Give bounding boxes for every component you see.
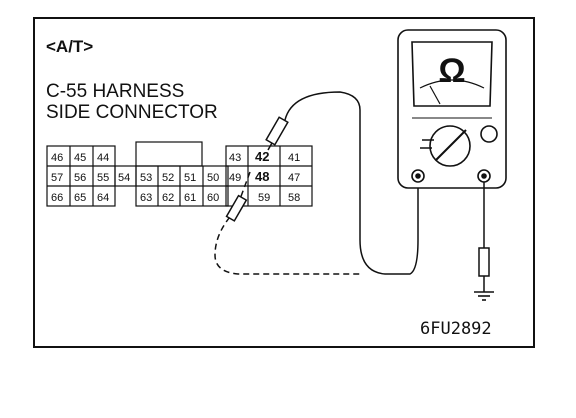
pin-label-highlighted: 42 <box>255 149 269 164</box>
pin-label: 56 <box>74 172 86 184</box>
pin-label: 63 <box>140 192 152 204</box>
connector-title-line1: C-55 HARNESS <box>46 81 184 102</box>
pin-label: 58 <box>288 192 300 204</box>
pin-label: 45 <box>74 152 86 164</box>
figure-code: 6FU2892 <box>420 319 492 339</box>
pin-label: 43 <box>229 152 241 164</box>
pin-label: 61 <box>184 192 196 204</box>
section-label: <A/T> <box>46 37 93 56</box>
probe-solid <box>265 91 419 275</box>
pin-label: 66 <box>51 192 63 204</box>
pin-label: 47 <box>288 172 300 184</box>
pin-label: 55 <box>97 172 109 184</box>
ohm-symbol: Ω <box>438 52 465 90</box>
pin-label: 54 <box>118 172 130 184</box>
pin-label: 60 <box>207 192 219 204</box>
ohmmeter <box>397 29 507 189</box>
pin-label: 62 <box>162 192 174 204</box>
diagram-frame <box>33 17 535 348</box>
harness-connector <box>46 141 313 207</box>
ground-icon <box>474 291 494 301</box>
pin-label: 59 <box>258 192 270 204</box>
zero-adjust-knob <box>480 125 498 143</box>
pin-label: 64 <box>97 192 109 204</box>
probe-dashed <box>214 171 360 275</box>
pin-label: 41 <box>288 152 300 164</box>
connector-pin-labels: 46 45 44 43 42 41 57 56 55 54 53 52 51 5… <box>51 149 300 204</box>
ground-lead <box>478 182 490 292</box>
pin-label: 57 <box>51 172 63 184</box>
pin-label: 52 <box>162 172 174 184</box>
pin-label: 65 <box>74 192 86 204</box>
pin-label: 53 <box>140 172 152 184</box>
pin-label: 50 <box>207 172 219 184</box>
meter-needle <box>429 85 441 105</box>
pin-label: 49 <box>229 172 241 184</box>
connector-title-line2: SIDE CONNECTOR <box>46 102 218 123</box>
pin-label: 51 <box>184 172 196 184</box>
pin-label: 44 <box>97 152 109 164</box>
pin-label: 46 <box>51 152 63 164</box>
pin-label-highlighted: 48 <box>255 169 269 184</box>
